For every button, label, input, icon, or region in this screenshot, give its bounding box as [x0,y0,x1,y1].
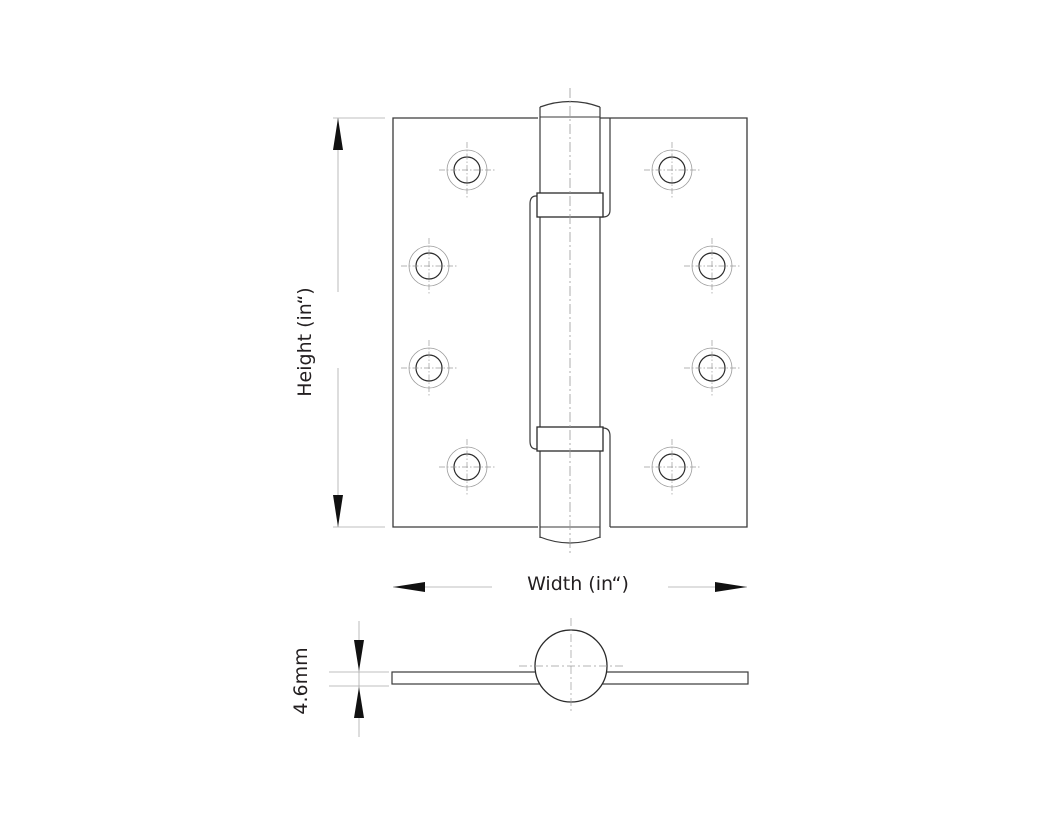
screw-hole-icon [643,141,701,199]
arrow-down-icon [354,640,364,671]
right-leaf [600,117,748,528]
thickness-label: 4.6mm [290,647,312,714]
height-label: Height (in“) [294,287,316,396]
screw-hole-icon [400,237,458,295]
screw-hole-icon [683,339,741,397]
screw-hole-icon [400,339,458,397]
front-view [392,88,748,556]
thickness-dimension: 4.6mm [290,621,389,737]
arrow-right-icon [715,582,747,592]
end-view [391,618,749,714]
arrow-down-icon [333,495,343,527]
arrow-up-icon [333,118,343,150]
arrow-left-icon [393,582,425,592]
height-dimension: Height (in“) [294,117,385,528]
screw-hole-icon [438,438,496,496]
screw-hole-icon [683,237,741,295]
screw-hole-icon [643,438,701,496]
knuckle [536,88,604,556]
width-dimension: Width (in“) [393,573,747,595]
width-label: Width (in“) [527,573,629,595]
arrow-up-icon [354,687,364,718]
left-leaf [392,117,538,528]
screw-hole-icon [438,141,496,199]
